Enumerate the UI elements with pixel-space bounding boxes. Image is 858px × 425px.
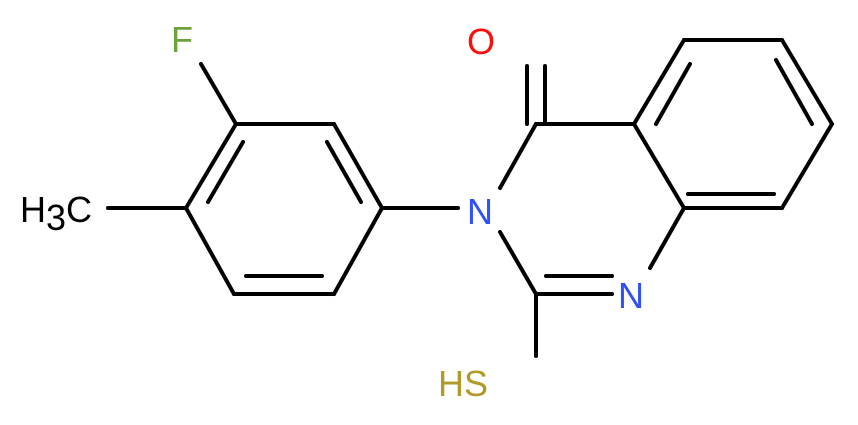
bond-aryl-c6-c1 bbox=[332, 206, 384, 296]
bond-c8a-n1 bbox=[648, 206, 686, 270]
bond-c6-c7 bbox=[780, 38, 834, 126]
bond-fused-inner-c4a-c5 bbox=[654, 62, 692, 126]
pyrimidinone-ring bbox=[498, 122, 686, 296]
methyl-hydrogen: H bbox=[20, 189, 46, 230]
bond-c7-c8 bbox=[780, 122, 834, 210]
bond-aryl-c1-c2 bbox=[332, 122, 384, 210]
oxygen-label: O bbox=[467, 21, 495, 62]
methyl-carbon: C bbox=[66, 189, 92, 230]
methyl-label: H3C bbox=[20, 189, 92, 238]
bond-c4a-c5 bbox=[632, 38, 686, 126]
fused-benzene-ring bbox=[632, 38, 834, 210]
fluoromethylphenyl-ring bbox=[184, 122, 384, 296]
bond-c4a-c8a bbox=[632, 122, 686, 210]
bond-aryl-c3-c4 bbox=[184, 122, 238, 210]
bond-aryl-c4-c5 bbox=[184, 206, 236, 296]
nitrogen-1-label: N bbox=[618, 275, 644, 316]
thiol-label: HS bbox=[438, 363, 488, 404]
fluorine-label: F bbox=[171, 19, 193, 60]
bond-aryl-inner-c2-c1 bbox=[325, 140, 363, 204]
methyl-subscript: 3 bbox=[46, 197, 66, 238]
bond-c3-fluorine bbox=[199, 62, 238, 126]
bond-n3-c4 bbox=[498, 122, 538, 190]
nitrogen-3-label: N bbox=[467, 191, 493, 232]
bond-c2-n3 bbox=[498, 230, 538, 296]
bond-fused-inner-c6-c7 bbox=[774, 58, 814, 126]
bond-aryl-inner-c3-c4 bbox=[206, 140, 245, 204]
